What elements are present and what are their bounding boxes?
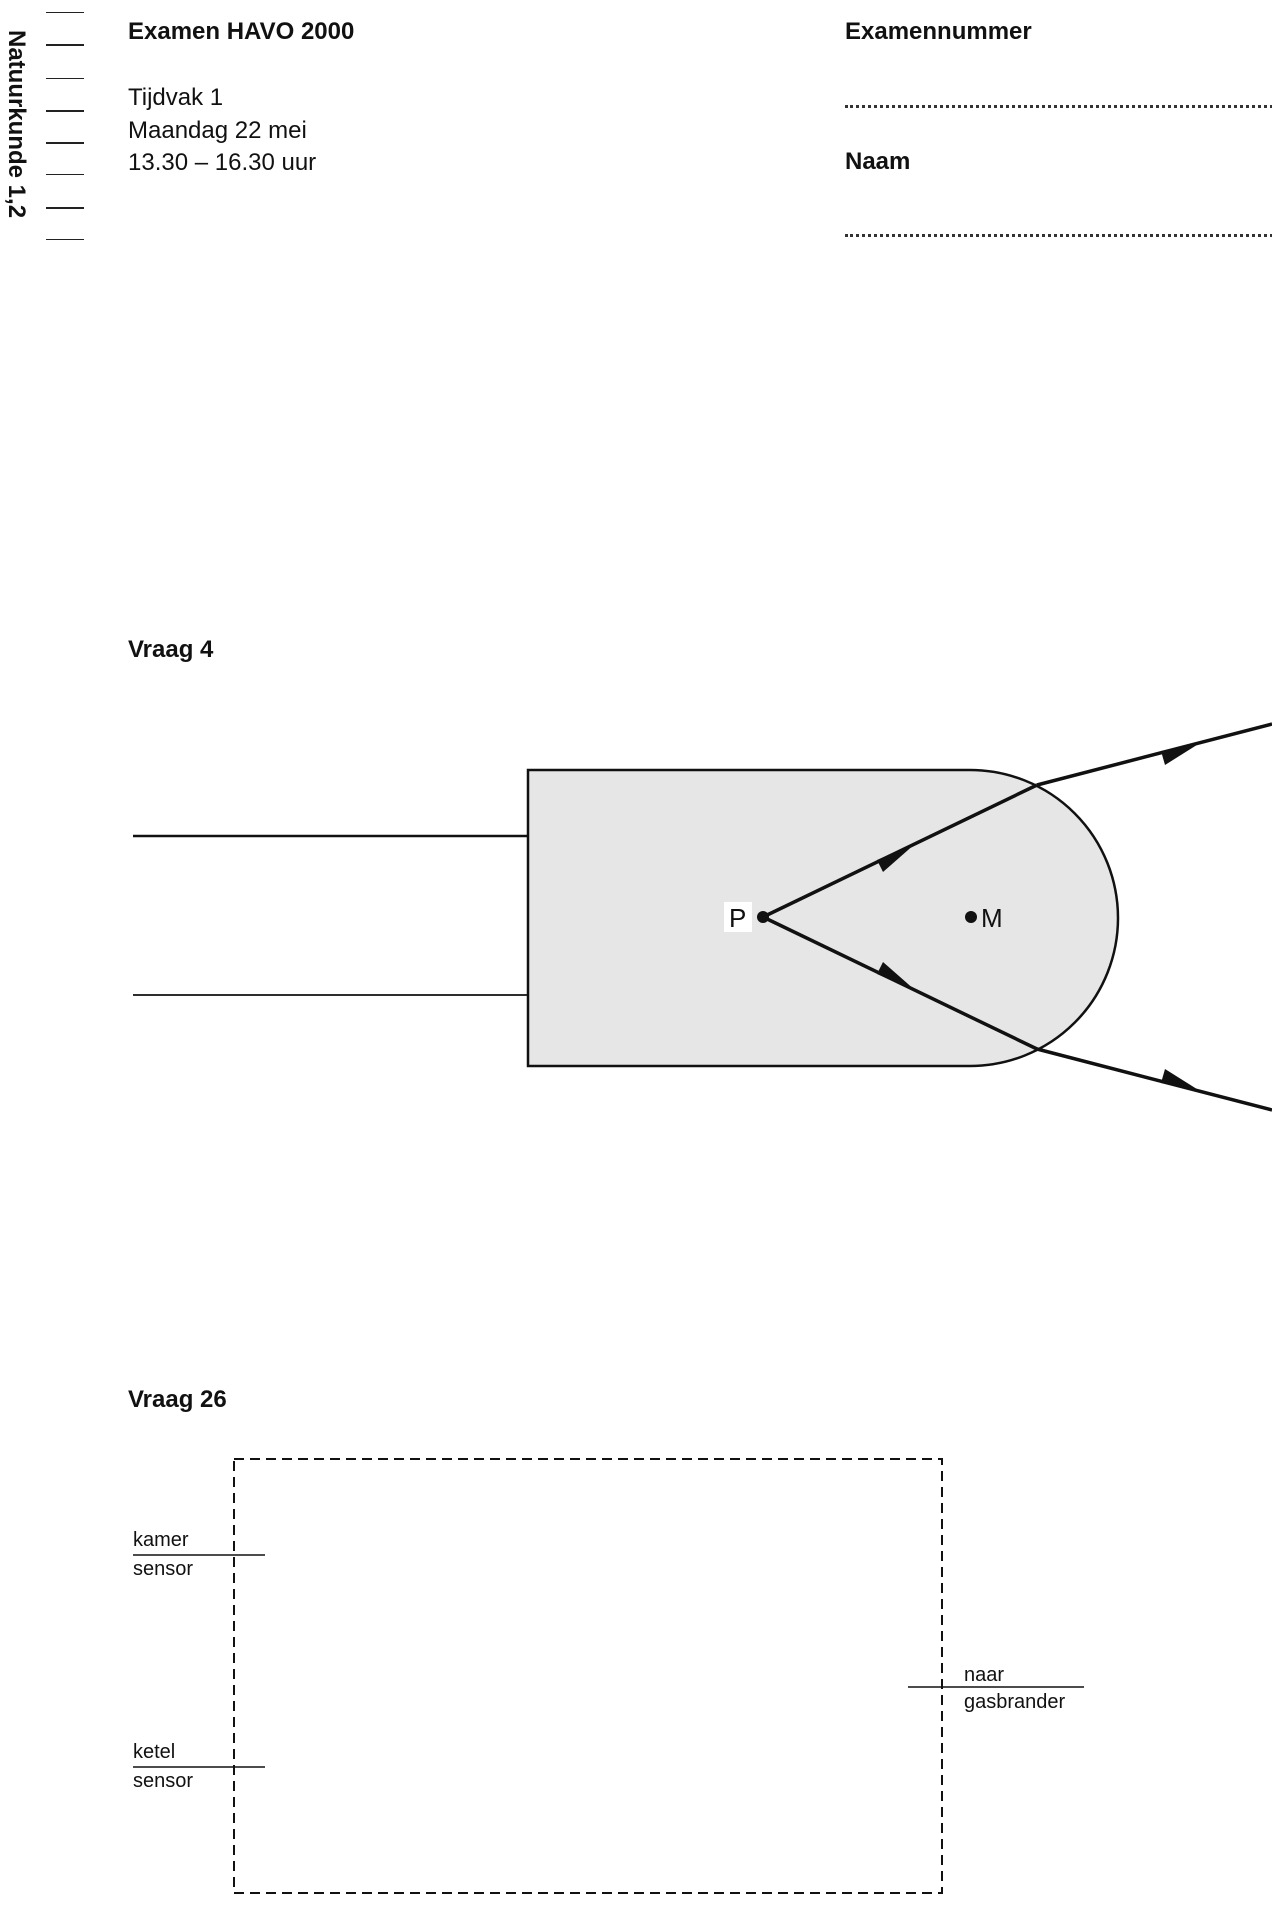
ray-outside-lower	[1036, 1047, 1272, 1112]
led-body	[526, 768, 1120, 1068]
question-4-title: Vraag 4	[128, 636, 214, 663]
point-p-label-bg	[724, 902, 752, 932]
margin-tick	[46, 174, 84, 175]
ray-outside-upper	[1036, 722, 1272, 787]
point-m-label: M	[981, 903, 1003, 933]
margin-tick	[46, 44, 84, 46]
arrowhead-upper-inside	[877, 843, 916, 872]
arrowhead-upper-outside	[1161, 743, 1200, 765]
margin-tick	[46, 239, 84, 240]
point-p-label: P	[729, 903, 746, 933]
margin-tick	[46, 78, 84, 79]
point-p-dot	[757, 911, 769, 923]
margin-tick	[46, 207, 84, 209]
exam-number-label: Examennummer	[845, 18, 1032, 45]
name-label: Naam	[845, 148, 911, 175]
exam-number-field[interactable]	[845, 105, 1272, 108]
exam-date: Maandag 22 mei	[128, 117, 307, 144]
arrowhead-lower-inside	[877, 962, 916, 991]
arrowhead-lower-outside	[1161, 1069, 1200, 1091]
question-26-title: Vraag 26	[128, 1386, 227, 1413]
margin-tick	[46, 12, 84, 13]
exam-time: 13.30 – 16.30 uur	[128, 149, 317, 176]
margin-tick	[46, 110, 84, 112]
exam-title: Examen HAVO 2000	[128, 18, 355, 45]
name-field[interactable]	[845, 234, 1272, 237]
margin-tick	[46, 142, 84, 144]
exam-period: Tijdvak 1	[128, 84, 224, 111]
point-m-dot	[965, 911, 977, 923]
